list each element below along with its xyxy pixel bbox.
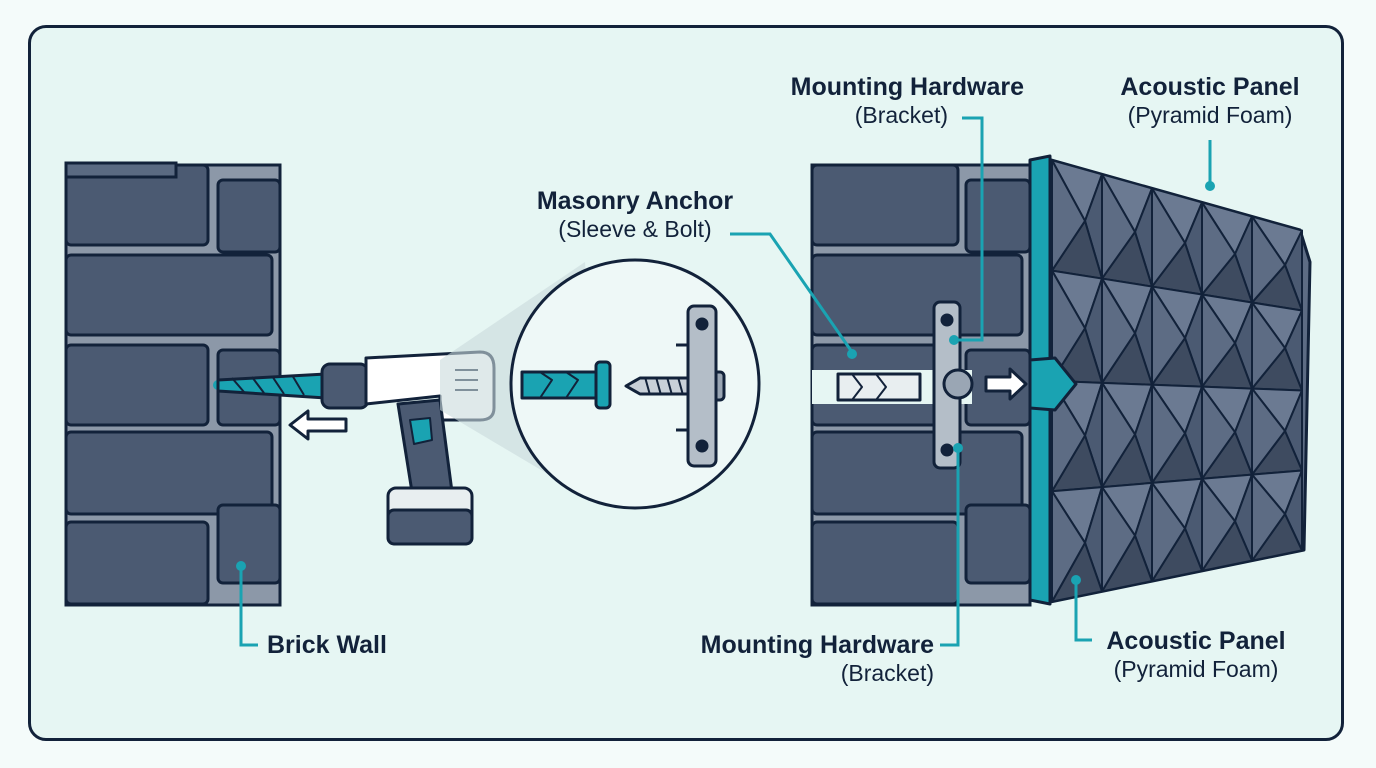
- anchor-sleeve-icon: [520, 360, 612, 410]
- label-masonry-anchor-sub: (Sleeve & Bolt): [558, 216, 712, 242]
- label-hardware-top-title: Mounting Hardware: [790, 73, 1024, 101]
- foam-pyramid-face: [1051, 490, 1086, 603]
- bracket-icon: [676, 304, 718, 468]
- arrow-left-icon: [288, 409, 348, 441]
- leader-dots: [236, 181, 1215, 585]
- foam-pyramid-face: [1151, 187, 1186, 288]
- foam-pyramid-face: [1251, 301, 1286, 390]
- foam-pyramid-face: [1051, 159, 1086, 272]
- label-masonry-anchor: Masonry Anchor (Sleeve & Bolt): [520, 186, 750, 244]
- foam-pyramid-face: [1201, 201, 1236, 296]
- foam-pyramid-face: [1151, 481, 1186, 583]
- foam-pyramid-face: [1101, 277, 1136, 384]
- foam-pyramid-face: [1201, 293, 1236, 388]
- foam-pyramid-face: [1251, 215, 1286, 304]
- label-panel-bottom: Acoustic Panel (Pyramid Foam): [1090, 626, 1302, 684]
- foam-pyramid-face: [1051, 269, 1086, 382]
- label-masonry-anchor-title: Masonry Anchor: [536, 187, 734, 215]
- label-panel-bottom-sub: (Pyramid Foam): [1113, 656, 1279, 682]
- label-panel-top-title: Acoustic Panel: [1120, 73, 1300, 101]
- label-hardware-top-sub: (Bracket): [854, 102, 948, 128]
- label-panel-top: Acoustic Panel (Pyramid Foam): [1104, 72, 1316, 130]
- foam-pyramid-face: [1251, 473, 1286, 562]
- leader-lines: [239, 116, 1212, 647]
- label-hardware-bottom-title: Mounting Hardware: [700, 631, 934, 659]
- label-hardware-bottom: Mounting Hardware (Bracket): [670, 630, 934, 688]
- label-panel-bottom-title: Acoustic Panel: [1106, 627, 1286, 655]
- brick-wall-right: [810, 163, 1032, 607]
- foam-pyramid-face: [1101, 486, 1136, 593]
- foam-pyramid-face: [1051, 379, 1086, 493]
- foam-pyramid-face: [1251, 387, 1286, 476]
- foam-pyramid-face: [1101, 381, 1136, 489]
- foam-pyramid-face: [1201, 385, 1236, 480]
- label-hardware-top: Mounting Hardware (Bracket): [760, 72, 1024, 130]
- foam-pyramid-face: [1151, 285, 1186, 386]
- acoustic-panel: [1028, 154, 1312, 606]
- label-hardware-bottom-sub: (Bracket): [840, 660, 934, 686]
- foam-pyramid-face: [1101, 173, 1136, 280]
- foam-pyramid-face: [1151, 383, 1186, 484]
- label-brick-wall-title: Brick Wall: [267, 631, 387, 659]
- arrow-right-icon: [984, 367, 1028, 401]
- label-panel-top-sub: (Pyramid Foam): [1127, 102, 1293, 128]
- label-brick-wall: Brick Wall: [267, 630, 387, 660]
- foam-pyramid-face: [1201, 477, 1236, 572]
